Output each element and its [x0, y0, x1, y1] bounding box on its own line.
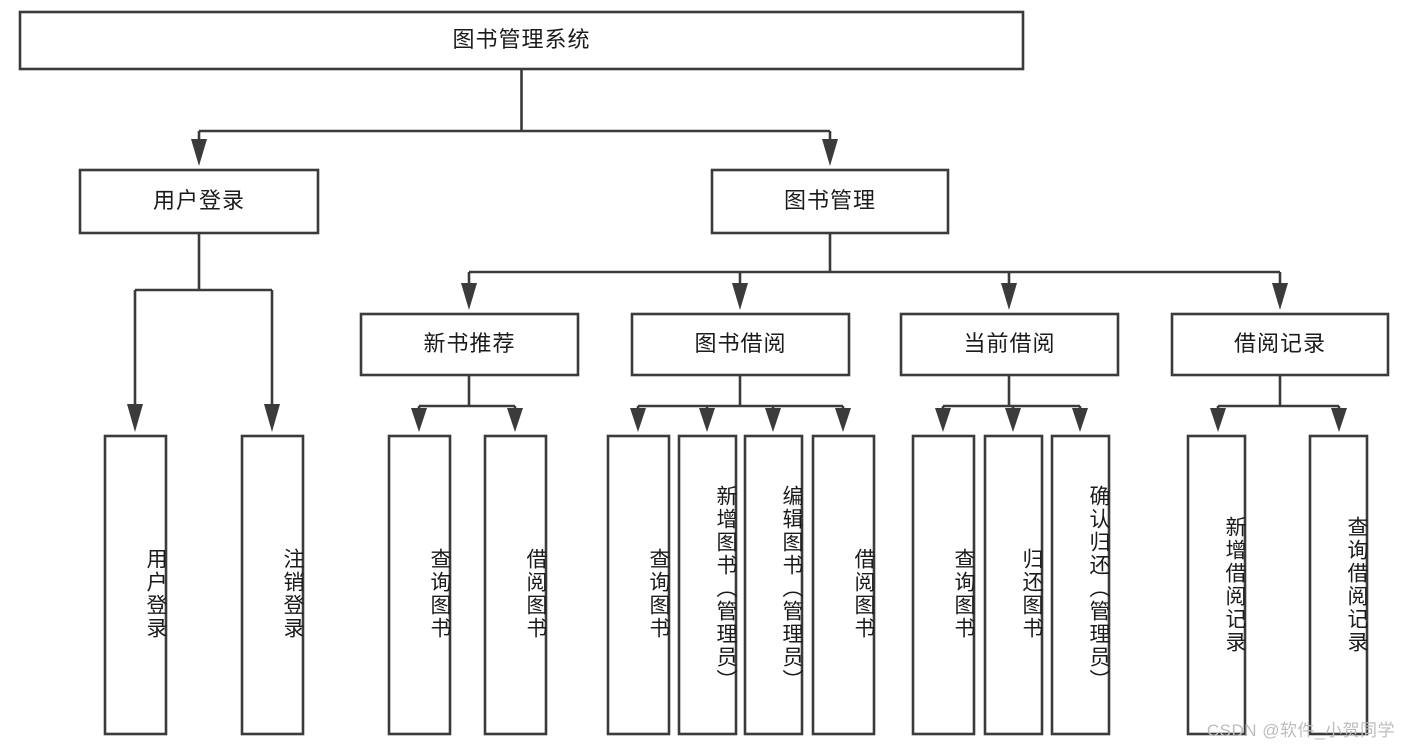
arrow-head-icon	[1005, 408, 1021, 432]
arrow-head-icon	[264, 404, 280, 432]
node-box-leaf-add-record[interactable]	[1186, 434, 1247, 736]
arrow-head-icon	[699, 408, 715, 432]
node-box-leaf-query-book-2[interactable]	[606, 434, 671, 736]
arrow-head-icon	[191, 139, 207, 166]
arrow-head-icon	[630, 408, 646, 432]
node-box-leaf-edit-book[interactable]	[743, 434, 804, 736]
arrow-head-icon	[732, 283, 748, 310]
node-box-root[interactable]	[18, 10, 1025, 71]
arrow-head-icon	[835, 408, 851, 432]
connector-group-user-login	[127, 233, 280, 432]
node-box-leaf-user-login[interactable]	[103, 434, 168, 736]
arrow-head-icon	[411, 408, 427, 432]
node-box-leaf-query-book-1[interactable]	[387, 434, 452, 736]
arrow-head-icon	[1272, 283, 1288, 310]
connector-group-current-borrow	[935, 375, 1088, 432]
node-box-user-login[interactable]	[78, 168, 320, 235]
node-box-book-manage[interactable]	[710, 168, 950, 235]
arrow-head-icon	[1210, 408, 1226, 432]
node-box-new-book-recommend[interactable]	[359, 312, 580, 377]
arrow-head-icon	[507, 408, 523, 432]
node-box-leaf-user-logout[interactable]	[240, 434, 305, 736]
arrow-head-icon	[1001, 283, 1017, 310]
arrow-head-icon	[822, 139, 838, 166]
node-box-leaf-confirm-return[interactable]	[1050, 434, 1111, 736]
arrow-head-icon	[1072, 408, 1088, 432]
connector-group-book-borrow	[630, 375, 851, 432]
node-box-leaf-add-book[interactable]	[677, 434, 738, 736]
node-box-current-borrow[interactable]	[899, 312, 1120, 377]
connector-group-new-book-recommend	[411, 375, 523, 432]
node-box-leaf-return-book[interactable]	[983, 434, 1044, 736]
connector-group-borrow-record	[1210, 375, 1347, 432]
connector-group-root	[191, 69, 838, 166]
connector-group-book-manage	[461, 233, 1288, 310]
arrow-head-icon	[765, 408, 781, 432]
node-box-leaf-borrow-book-2[interactable]	[811, 434, 876, 736]
node-box-book-borrow[interactable]	[630, 312, 851, 377]
arrow-head-icon	[1331, 408, 1347, 432]
arrow-head-icon	[127, 404, 143, 432]
node-box-leaf-borrow-book-1[interactable]	[483, 434, 548, 736]
arrow-head-icon	[935, 408, 951, 432]
node-box-borrow-record[interactable]	[1170, 312, 1390, 377]
node-box-leaf-query-book-3[interactable]	[911, 434, 976, 736]
arrow-head-icon	[461, 283, 477, 310]
node-box-leaf-query-record[interactable]	[1308, 434, 1369, 736]
